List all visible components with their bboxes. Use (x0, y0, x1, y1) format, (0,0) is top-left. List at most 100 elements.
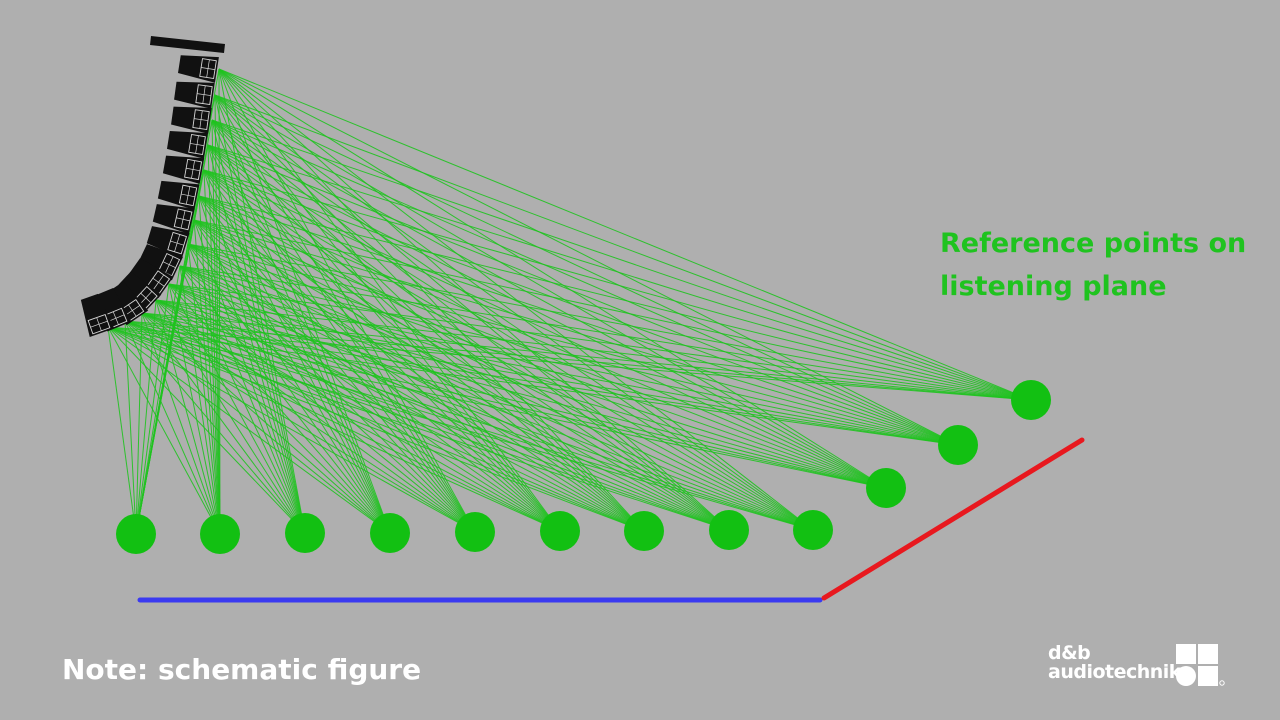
ray-c2-p8 (211, 119, 814, 531)
ray-c0-p10 (218, 68, 959, 446)
ray-c13-p8 (107, 326, 814, 531)
ray-c12-p9 (124, 320, 887, 489)
line-array-cabinet-icon (80, 293, 115, 337)
ray-c8-p11 (179, 265, 1032, 401)
ray-c13-p4 (107, 326, 476, 533)
ray-c6-p9 (193, 219, 887, 489)
ray-c9-p3 (168, 283, 391, 534)
ray-c6-p3 (193, 219, 391, 534)
ray-c8-p10 (179, 265, 959, 446)
ray-c13-p2 (107, 326, 306, 534)
ray-c4-p4 (203, 169, 476, 533)
reference-point-12 (1011, 380, 1051, 420)
ray-c9-p11 (168, 283, 1032, 401)
ray-c12-p6 (124, 320, 645, 532)
ray-c11-p0 (135, 312, 143, 535)
ray-c12-p2 (124, 320, 306, 534)
ray-c3-p11 (207, 144, 1032, 401)
line-array-cabinet-icon (162, 155, 205, 184)
ray-c12-p0 (124, 320, 137, 535)
sound-rays (107, 68, 1032, 535)
ray-c6-p10 (193, 219, 959, 446)
ray-c13-p6 (107, 326, 645, 532)
ray-c3-p8 (207, 144, 814, 531)
ray-c7-p6 (187, 243, 645, 532)
ray-c2-p11 (211, 119, 1032, 401)
ray-c10-p6 (155, 299, 645, 532)
ray-c10-p8 (155, 299, 814, 531)
ray-c7-p3 (187, 243, 391, 534)
callout-line-2: listening plane (940, 271, 1167, 302)
line-array-cabinet-icon (157, 180, 200, 210)
reference-point-1 (116, 514, 156, 554)
ray-c10-p9 (155, 299, 887, 489)
rigging-frame-icon (150, 36, 225, 53)
ray-c4-p10 (203, 169, 959, 446)
ray-c9-p5 (168, 283, 561, 532)
ray-c3-p5 (207, 144, 561, 532)
ray-c1-p8 (214, 94, 814, 531)
ray-c9-p7 (168, 283, 730, 531)
ray-c13-p0 (107, 326, 137, 535)
callout-line-1: Reference points on (940, 228, 1247, 259)
ray-c3-p10 (207, 144, 959, 446)
ray-c10-p11 (155, 299, 1032, 401)
ray-c12-p8 (124, 320, 814, 531)
reference-point-2 (200, 514, 240, 554)
ray-c6-p2 (193, 219, 306, 534)
ray-c9-p9 (168, 283, 887, 489)
ray-c5-p11 (198, 195, 1032, 401)
line-array-cabinet-icon (152, 204, 195, 235)
ray-c5-p5 (198, 195, 561, 532)
ray-c10-p10 (155, 299, 959, 446)
reference-points (116, 380, 1051, 554)
dnb-logo: d&b audiotechnik (1048, 643, 1228, 687)
ray-c5-p9 (198, 195, 887, 489)
ray-c2-p6 (211, 119, 645, 532)
ray-c1-p3 (214, 94, 391, 534)
ray-c4-p6 (203, 169, 645, 532)
ray-c4-p9 (203, 169, 887, 489)
ray-c11-p1 (141, 312, 221, 535)
reference-point-8 (709, 510, 749, 550)
ray-c7-p9 (187, 243, 887, 489)
ray-c5-p10 (198, 195, 959, 446)
ray-c4-p11 (203, 169, 1032, 401)
ray-c10-p3 (155, 299, 391, 534)
ray-c2-p10 (211, 119, 959, 446)
ray-c0-p4 (218, 68, 476, 533)
ray-c12-p7 (124, 320, 730, 531)
dnb-logo-mark-icon (1176, 644, 1225, 686)
ray-c7-p11 (187, 243, 1032, 401)
ray-c12-p1 (124, 320, 221, 535)
ray-c8-p6 (179, 265, 645, 532)
ray-c9-p10 (168, 283, 959, 446)
ray-c6-p7 (193, 219, 730, 531)
ray-c7-p4 (187, 243, 476, 533)
ray-c13-p11 (107, 326, 1032, 401)
reference-point-9 (793, 510, 833, 550)
ray-c1-p11 (214, 94, 1032, 401)
ray-c13-p1 (107, 326, 221, 535)
ray-c6-p1 (193, 219, 221, 535)
ray-c7-p1 (187, 243, 221, 535)
ray-c13-p10 (107, 326, 959, 446)
reference-point-6 (540, 511, 580, 551)
ray-c13-p9 (107, 326, 887, 489)
ray-c1-p10 (214, 94, 959, 446)
ray-c7-p10 (187, 243, 959, 446)
ray-c8-p7 (179, 265, 730, 531)
ray-c12-p3 (124, 320, 391, 534)
ray-c13-p3 (107, 326, 391, 534)
ray-c0-p3 (218, 68, 391, 534)
ray-c11-p2 (141, 312, 306, 534)
reference-points-callout: Reference points on listening plane (940, 222, 1246, 308)
ray-c11-p10 (141, 312, 959, 446)
ray-c5-p1 (198, 195, 221, 535)
line-array-cabinet-icon (166, 131, 208, 159)
ray-c8-p2 (179, 265, 306, 534)
ray-c3-p7 (207, 144, 730, 531)
ray-c12-p10 (124, 320, 959, 446)
ray-c10-p0 (135, 299, 157, 535)
